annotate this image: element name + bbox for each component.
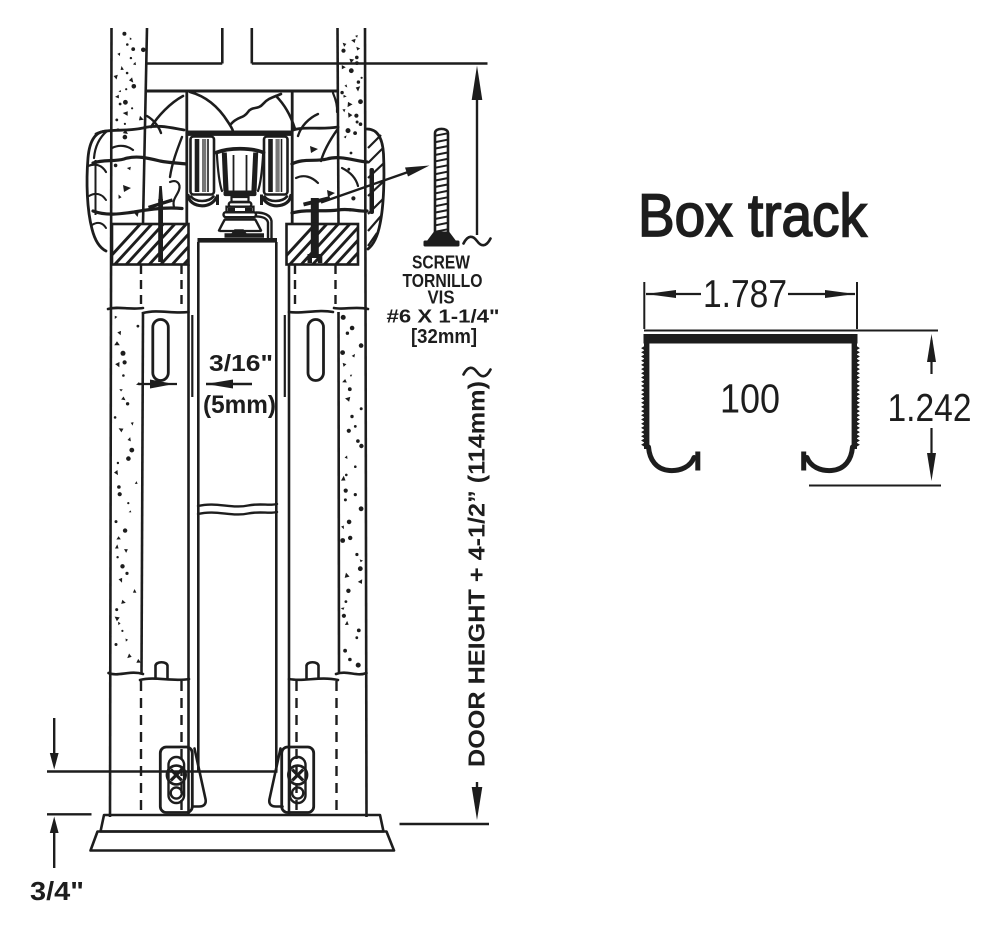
svg-text:VIS: VIS bbox=[428, 288, 455, 308]
svg-text:1.787: 1.787 bbox=[703, 273, 787, 316]
svg-text:Box track: Box track bbox=[638, 182, 868, 249]
svg-text:3/4": 3/4" bbox=[30, 876, 84, 906]
svg-text:(5mm): (5mm) bbox=[203, 391, 276, 419]
svg-text:[32mm]: [32mm] bbox=[411, 326, 477, 348]
svg-text:100: 100 bbox=[720, 376, 780, 422]
svg-text:SCREW: SCREW bbox=[412, 253, 470, 273]
svg-text:DOOR HEIGHT + 4-1/2” (114mm): DOOR HEIGHT + 4-1/2” (114mm) bbox=[464, 381, 490, 767]
svg-text:3/16": 3/16" bbox=[209, 350, 273, 376]
svg-text:#6 X 1-1/4": #6 X 1-1/4" bbox=[387, 306, 500, 327]
svg-text:TORNILLO: TORNILLO bbox=[403, 270, 483, 291]
svg-text:1.242: 1.242 bbox=[888, 387, 972, 430]
